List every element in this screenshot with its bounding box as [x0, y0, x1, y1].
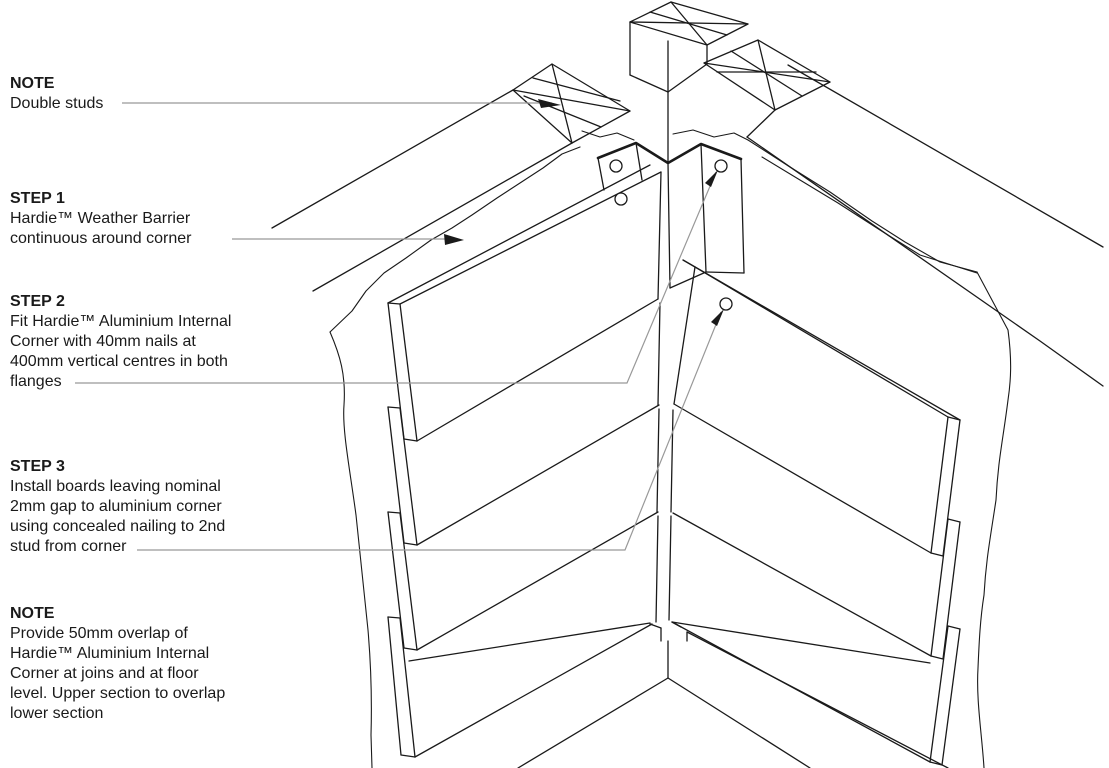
- leader-step2: [75, 171, 717, 384]
- annotation-line: using concealed nailing to 2nd: [10, 518, 226, 535]
- annotation-step-1: STEP 1 Hardie™ Weather Barrier continuou…: [10, 189, 191, 249]
- framing-double-studs: [271, 1, 1104, 387]
- leader-step3: [137, 311, 722, 551]
- nail-hole-left-flange: [609, 159, 623, 173]
- annotation-line: continuous around corner: [10, 230, 192, 247]
- cladding-boards-left: [387, 164, 669, 768]
- annotation-line: stud from corner: [10, 538, 127, 555]
- arrow-step1: [444, 234, 464, 245]
- annotation-title: STEP 2: [10, 293, 65, 310]
- annotation-line: Install boards leaving nominal: [10, 478, 221, 495]
- annotation-line: Corner with 40mm nails at: [10, 333, 196, 350]
- annotation-line: 2mm gap to aluminium corner: [10, 498, 222, 515]
- arrow-step2: [705, 170, 718, 187]
- annotation-line: Fit Hardie™ Aluminium Internal: [10, 313, 232, 330]
- annotation-note-double-studs: NOTE Double studs: [10, 74, 103, 114]
- annotation-step-3: STEP 3 Install boards leaving nominal 2m…: [10, 457, 225, 557]
- aluminium-internal-corner: [596, 141, 745, 289]
- nail-hole-left-board: [614, 192, 628, 206]
- annotation-title: STEP 3: [10, 458, 65, 475]
- annotation-step-2: STEP 2 Fit Hardie™ Aluminium Internal Co…: [10, 292, 231, 392]
- annotation-line: Hardie™ Weather Barrier: [10, 210, 191, 227]
- annotation-line: Double studs: [10, 95, 104, 112]
- nail-holes: [609, 159, 733, 311]
- annotation-line: lower section: [10, 705, 104, 722]
- annotation-line: flanges: [10, 373, 62, 390]
- nail-hole-right-board: [719, 297, 733, 311]
- leader-arrowheads: [444, 99, 724, 326]
- arrow-step3: [711, 309, 724, 326]
- cladding-boards-right: [667, 259, 961, 768]
- annotation-title: STEP 1: [10, 190, 65, 207]
- annotation-line: level. Upper section to overlap: [10, 685, 226, 702]
- annotation-title: NOTE: [10, 75, 55, 92]
- annotation-line: Corner at joins and at floor: [10, 665, 199, 682]
- weather-barrier: [329, 129, 1012, 768]
- nail-hole-right-flange: [714, 159, 728, 173]
- annotation-title: NOTE: [10, 605, 55, 622]
- annotation-line: Hardie™ Aluminium Internal: [10, 645, 210, 662]
- annotation-note-overlap: NOTE Provide 50mm overlap of Hardie™ Alu…: [10, 604, 225, 724]
- annotation-line: 400mm vertical centres in both: [10, 353, 228, 370]
- leader-lines: [75, 102, 722, 551]
- arrow-double-studs: [538, 99, 561, 108]
- annotation-line: Provide 50mm overlap of: [10, 625, 188, 642]
